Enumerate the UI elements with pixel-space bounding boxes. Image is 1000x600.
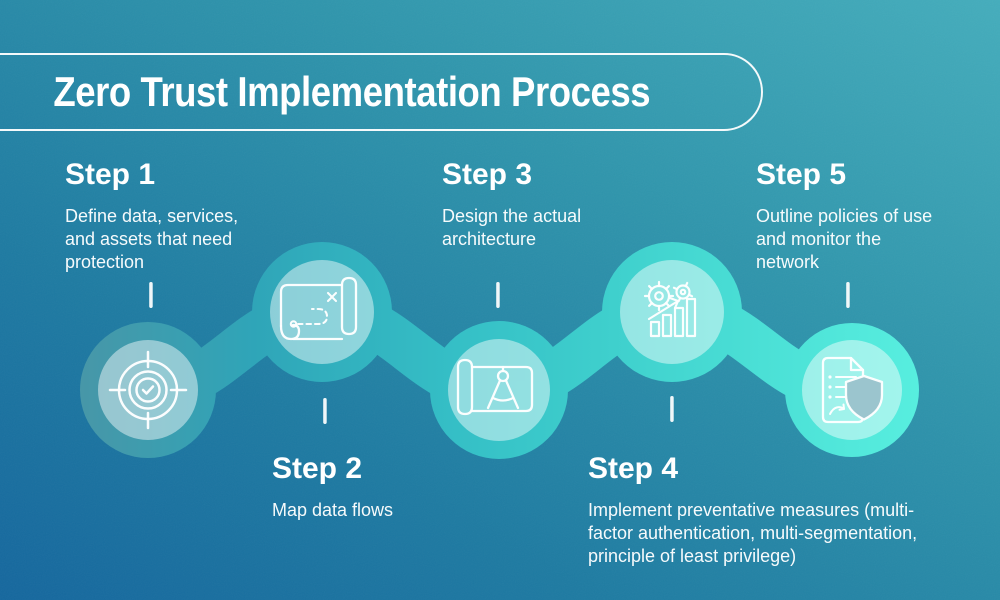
step-2-node bbox=[252, 242, 392, 382]
trend-arrow bbox=[647, 299, 680, 321]
step-3-description: Design the actual architecture bbox=[442, 206, 582, 250]
step-3-node bbox=[430, 321, 568, 459]
bar-3 bbox=[673, 306, 685, 338]
step-1-tick bbox=[149, 282, 153, 308]
bar-2 bbox=[661, 313, 673, 338]
step-5-description: Outline policies of use and monitor the … bbox=[756, 206, 933, 273]
step-5-tick bbox=[846, 282, 850, 308]
bar-4 bbox=[685, 297, 697, 338]
page-title: Zero Trust Implementation Process bbox=[53, 68, 651, 115]
step-5-label: Step 5 bbox=[756, 158, 847, 191]
gear-small bbox=[672, 281, 694, 303]
gear-large bbox=[643, 280, 675, 312]
document-shield-icon bbox=[821, 356, 884, 424]
step-1-description: Define data, services, and assets that n… bbox=[65, 206, 239, 273]
step-3-block: Step 3 Design the actual architecture bbox=[442, 158, 612, 251]
blueprint-compass-icon bbox=[456, 358, 534, 416]
step-3-label: Step 3 bbox=[442, 158, 533, 191]
step-5-block: Step 5 Outline policies of use and monit… bbox=[756, 158, 941, 274]
title-frame: Zero Trust Implementation Process bbox=[0, 53, 763, 131]
target-check-icon bbox=[108, 350, 188, 430]
step-2-block: Step 2 Map data flows bbox=[272, 452, 482, 522]
step-4-node bbox=[602, 242, 742, 382]
bar-1 bbox=[649, 320, 661, 338]
step-2-tick bbox=[323, 398, 327, 424]
step-4-tick bbox=[670, 396, 674, 422]
step-1-block: Step 1 Define data, services, and assets… bbox=[65, 158, 270, 274]
step-4-description: Implement preventative measures (multi-f… bbox=[588, 500, 918, 567]
step-4-block: Step 4 Implement preventative measures (… bbox=[588, 452, 928, 568]
step-2-description: Map data flows bbox=[272, 500, 394, 520]
step-4-label: Step 4 bbox=[588, 452, 679, 485]
step-3-tick bbox=[496, 282, 500, 308]
step-2-label: Step 2 bbox=[272, 452, 363, 485]
treasure-map-route-icon bbox=[279, 276, 358, 341]
step-ticks bbox=[149, 282, 850, 424]
gears-growth-chart-icon bbox=[643, 280, 697, 338]
step-1-label: Step 1 bbox=[65, 158, 156, 191]
step-1-node bbox=[80, 322, 216, 458]
